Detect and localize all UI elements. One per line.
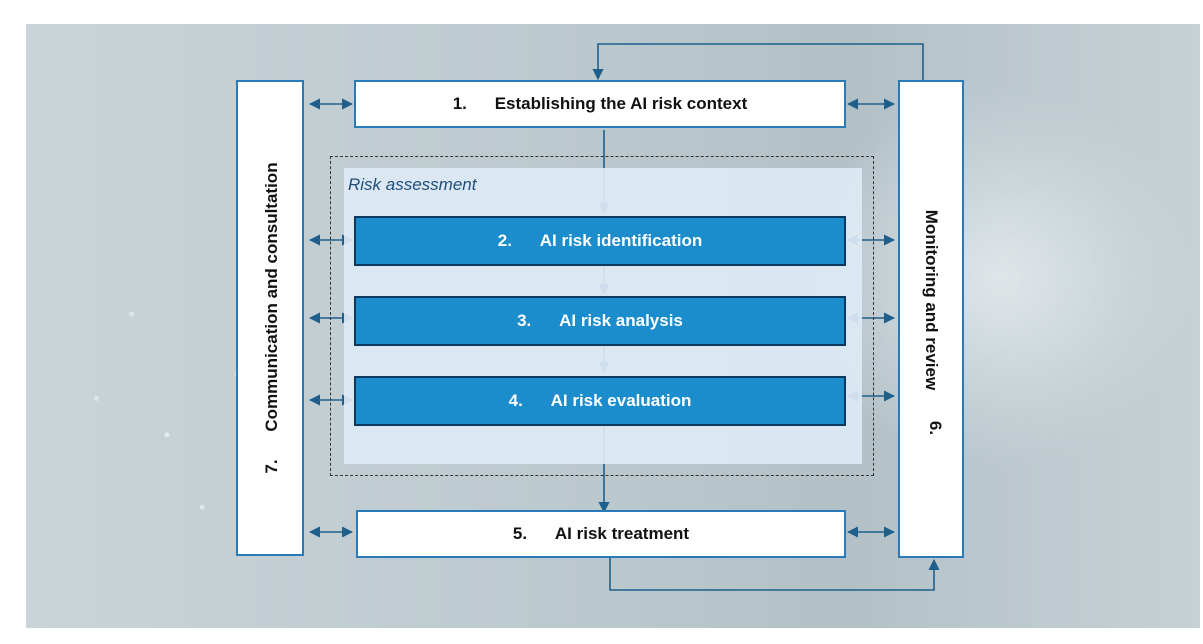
step-establishing-context: 1. Establishing the AI risk context: [354, 80, 846, 128]
communication-consultation-box: [236, 80, 304, 556]
risk-assessment-border: [330, 156, 874, 476]
feedback-loop-bottom: [609, 558, 940, 591]
feedback-loop-top: [592, 43, 924, 81]
monitoring-review-label: 6. Monitoring and review: [922, 209, 941, 391]
step-risk-analysis: 3. AI risk analysis: [354, 296, 846, 346]
step-risk-identification: 2. AI risk identification: [354, 216, 846, 266]
communication-consultation-label: 7. Communication and consultation: [262, 162, 281, 474]
monitoring-review-box: [898, 80, 964, 558]
monitoring-review-number: 6.: [926, 420, 945, 436]
step-risk-treatment: 5. AI risk treatment: [356, 510, 846, 558]
risk-assessment-label: Risk assessment: [348, 175, 477, 194]
step-risk-evaluation: 4. AI risk evaluation: [354, 376, 846, 426]
